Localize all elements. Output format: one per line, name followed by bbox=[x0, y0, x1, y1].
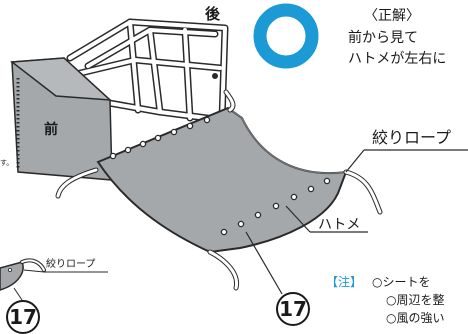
caution-line1: ○シートを bbox=[372, 275, 431, 289]
label-rope-left: 絞りロープ bbox=[46, 259, 96, 270]
part-number-17-main: 17 bbox=[276, 292, 310, 326]
inset-sheet bbox=[0, 258, 108, 301]
label-back: 後 bbox=[205, 5, 221, 23]
caution-head: 【注】 bbox=[326, 275, 363, 289]
label-front: 前 bbox=[44, 122, 58, 138]
cart-frame bbox=[56, 18, 229, 124]
correct-ring-icon bbox=[253, 3, 319, 69]
correct-line1: 前から見て bbox=[348, 30, 418, 46]
correct-title: 〈正解〉 bbox=[364, 8, 420, 24]
caution-line2: ○周辺を整 bbox=[386, 293, 445, 307]
cover-sheet bbox=[96, 106, 348, 254]
edge-text-fragment: す。 bbox=[0, 159, 14, 167]
front-cover bbox=[9, 57, 113, 181]
label-grommet: ハトメ bbox=[318, 217, 361, 233]
drawstring-ropes bbox=[55, 89, 383, 291]
part-number-17-left: 17 bbox=[6, 300, 40, 334]
leader-lines bbox=[245, 149, 468, 295]
correct-line2: ハトメが左右に bbox=[348, 51, 447, 67]
caution-line3: ○風の強い bbox=[386, 311, 445, 325]
label-rope-right: 絞りロープ bbox=[372, 128, 452, 147]
grommet-holes bbox=[109, 116, 331, 236]
